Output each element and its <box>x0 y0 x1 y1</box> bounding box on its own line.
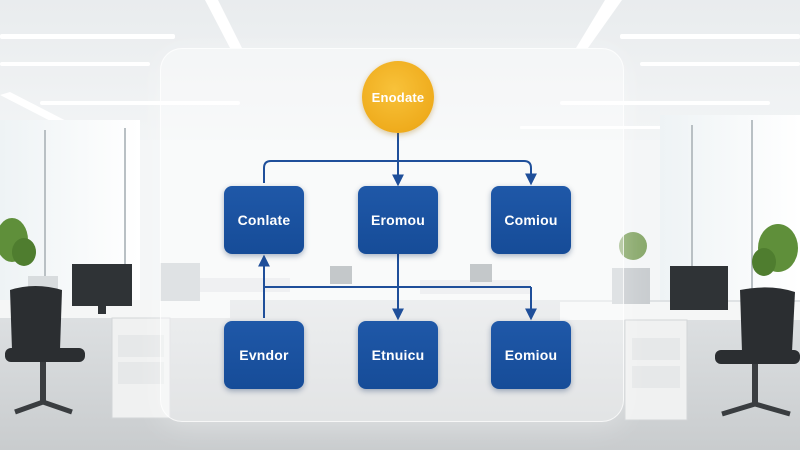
root-node-label: Enodate <box>371 89 425 105</box>
node-top-center: Eromou <box>358 186 438 254</box>
node-top-left: Conlate <box>224 186 304 254</box>
node-bottom-center: Etnuicu <box>358 321 438 389</box>
node-bottom-left-label: Evndor <box>239 347 289 363</box>
node-bottom-left: Evndor <box>224 321 304 389</box>
node-bottom-center-label: Etnuicu <box>371 347 425 363</box>
node-bottom-right: Eomiou <box>491 321 571 389</box>
node-top-center-label: Eromou <box>370 212 426 228</box>
node-top-right: Comiou <box>491 186 571 254</box>
desks-right <box>560 266 800 421</box>
node-bottom-right-label: Eomiou <box>504 347 558 363</box>
plants <box>0 218 798 276</box>
node-top-left-label: Conlate <box>237 212 291 228</box>
root-node: Enodate <box>362 61 434 133</box>
node-top-right-label: Comiou <box>504 212 558 228</box>
